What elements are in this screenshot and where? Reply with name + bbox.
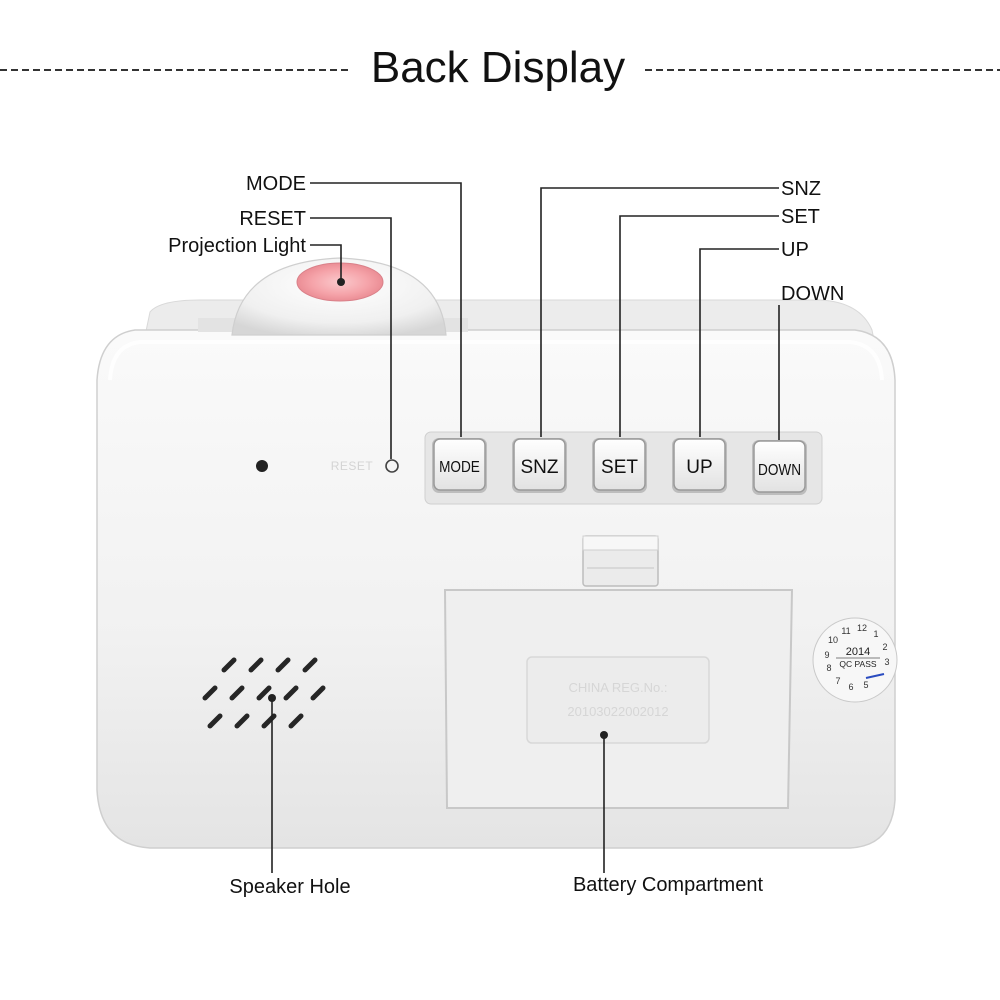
svg-text:9: 9 — [824, 650, 829, 660]
battery-stamp-panel — [526, 656, 710, 744]
leader-projection-light — [310, 244, 342, 282]
button-mode-label: MODE — [439, 459, 480, 476]
title-group: Back Display — [0, 43, 1000, 92]
leader-lines — [271, 182, 780, 873]
button-mode[interactable]: MODE — [432, 438, 487, 493]
svg-text:8: 8 — [826, 663, 831, 673]
svg-text:6: 6 — [848, 682, 853, 692]
button-set[interactable]: SET — [592, 438, 647, 493]
button-snz-label: SNZ — [521, 457, 559, 478]
leader-reset — [310, 217, 392, 459]
label-battery-compartment: Battery Compartment — [573, 874, 764, 896]
label-speaker-hole: Speaker Hole — [229, 876, 350, 898]
qc-mark — [865, 673, 885, 679]
mic-hole — [256, 460, 268, 472]
label-mode: MODE — [246, 173, 306, 195]
label-up: UP — [781, 239, 809, 261]
label-projection-light: Projection Light — [168, 235, 306, 257]
leader-endpoints — [268, 278, 608, 739]
leader-up — [699, 248, 779, 437]
label-set: SET — [781, 206, 820, 228]
leader-mode — [310, 182, 462, 437]
battery-stamp-line-2: 20103022002012 — [567, 704, 668, 719]
speaker-grille — [202, 657, 326, 729]
reset-hole-label: RESET — [331, 459, 374, 473]
clock-device: RESET MODE SNZ SET UP DOWN — [96, 257, 898, 849]
button-down[interactable]: DOWN — [752, 440, 807, 495]
button-up[interactable]: UP — [672, 438, 727, 493]
svg-text:5: 5 — [863, 680, 868, 690]
svg-text:10: 10 — [828, 635, 838, 645]
reset-hole[interactable] — [385, 459, 399, 473]
svg-text:3: 3 — [884, 657, 889, 667]
label-snz: SNZ — [781, 178, 821, 200]
qc-pass-label: QC PASS — [839, 659, 876, 669]
button-set-label: SET — [601, 457, 638, 478]
label-reset: RESET — [239, 208, 306, 230]
projector-dome — [198, 257, 468, 336]
callout-labels: MODE RESET Projection Light SNZ SET UP D… — [168, 173, 844, 898]
svg-text:11: 11 — [841, 626, 850, 636]
battery-latch[interactable] — [582, 535, 659, 587]
svg-text:2: 2 — [882, 642, 887, 652]
battery-cover[interactable]: CHINA REG.No.: 20103022002012 — [443, 589, 794, 809]
svg-text:7: 7 — [835, 676, 840, 686]
label-down: DOWN — [781, 283, 844, 305]
leader-snz — [540, 187, 779, 437]
device-body-sheen — [108, 340, 884, 381]
page-title: Back Display — [371, 43, 625, 92]
button-up-label: UP — [686, 457, 712, 478]
button-down-label: DOWN — [758, 462, 801, 479]
qc-year: 2014 — [846, 646, 870, 658]
svg-text:1: 1 — [873, 629, 878, 639]
button-snz[interactable]: SNZ — [512, 438, 567, 493]
leader-set — [619, 215, 779, 437]
battery-stamp-line-1: CHINA REG.No.: — [569, 680, 668, 695]
svg-text:12: 12 — [857, 623, 867, 633]
qc-pass-sticker: 11 12 1 2 3 10 9 8 7 6 5 2014 QC PASS — [812, 617, 898, 703]
